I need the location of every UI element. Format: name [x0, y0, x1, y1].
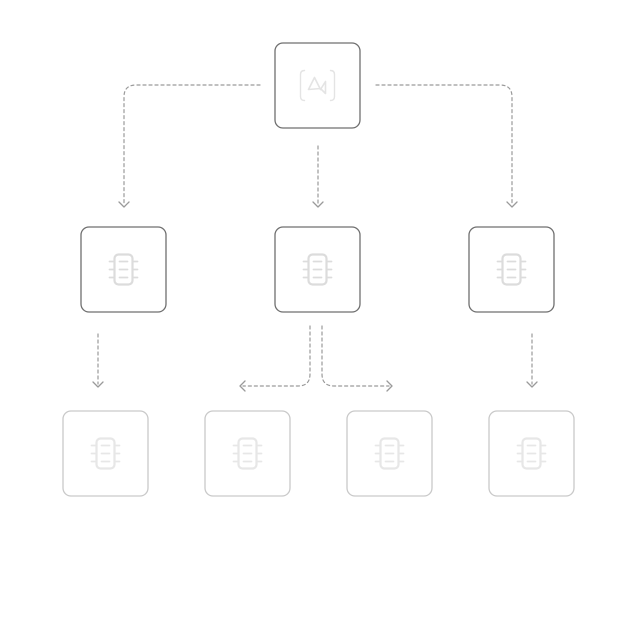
- arrowhead-down: [526, 381, 538, 388]
- arrowhead-down: [312, 201, 324, 208]
- connector-middle-to-bottom-3: [321, 325, 390, 387]
- chip-icon: [516, 437, 547, 470]
- level-2-node-3: [346, 410, 433, 497]
- arrowhead-left: [239, 380, 246, 392]
- level-2-node-1: [62, 410, 149, 497]
- level-2-node-4: [488, 410, 575, 497]
- chip-icon: [90, 437, 121, 470]
- arrowhead-right: [386, 380, 393, 392]
- level-1-node-middle: [274, 226, 361, 313]
- arrowhead-down: [118, 201, 130, 208]
- root-node-box: [274, 42, 361, 129]
- level-2-node-2: [204, 410, 291, 497]
- connectors: [92, 84, 538, 392]
- level-1-node-left: [80, 226, 167, 313]
- connector-root-to-right: [375, 84, 513, 204]
- chip-icon: [232, 437, 263, 470]
- level-1-node-right: [468, 226, 555, 313]
- connector-middle-to-bottom-2: [242, 325, 311, 387]
- arrowhead-down: [506, 201, 518, 208]
- signal-logo-icon: [299, 69, 336, 102]
- chip-icon: [374, 437, 405, 470]
- chip-icon: [108, 253, 139, 286]
- chip-icon: [302, 253, 333, 286]
- connector-root-to-left: [123, 84, 261, 204]
- root-node: [274, 42, 361, 129]
- arrowhead-down: [92, 381, 104, 388]
- chip-icon: [496, 253, 527, 286]
